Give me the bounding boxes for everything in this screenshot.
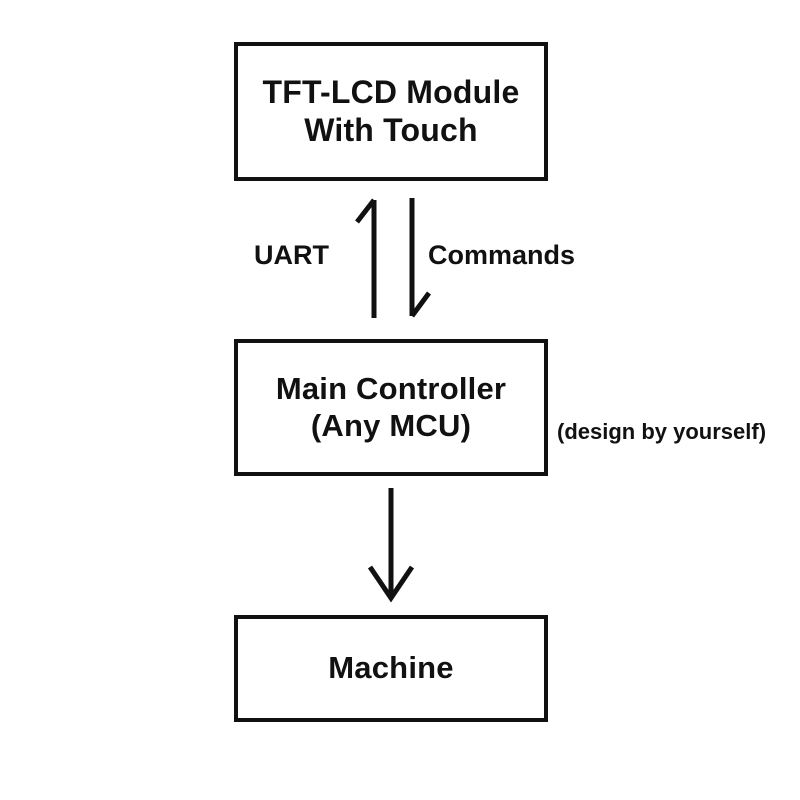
node-main-controller-line-1: Main Controller xyxy=(275,370,507,406)
annotation-design-by-yourself: (design by yourself) xyxy=(557,419,767,444)
arrow-controller-to-machine xyxy=(367,488,415,603)
arrow-machine-head xyxy=(367,565,415,603)
edge-label-uart: UART xyxy=(254,240,329,270)
edge-label-commands: Commands xyxy=(428,240,576,270)
node-tft-lcd-line-2: With Touch xyxy=(304,111,478,148)
node-main-controller-line-2: (Any MCU) xyxy=(310,407,472,443)
node-main-controller[interactable]: Main Controller (Any MCU) xyxy=(234,339,548,476)
node-tft-lcd-module[interactable]: TFT-LCD Module With Touch xyxy=(234,42,548,181)
arrow-commands-head xyxy=(409,291,432,318)
node-machine-line-1: Machine xyxy=(328,650,454,686)
arrow-uart-up xyxy=(355,198,377,318)
node-machine[interactable]: Machine xyxy=(234,615,548,722)
arrow-uart-head xyxy=(355,198,376,224)
node-tft-lcd-line-1: TFT-LCD Module xyxy=(262,73,520,110)
arrow-commands-down xyxy=(409,198,432,318)
